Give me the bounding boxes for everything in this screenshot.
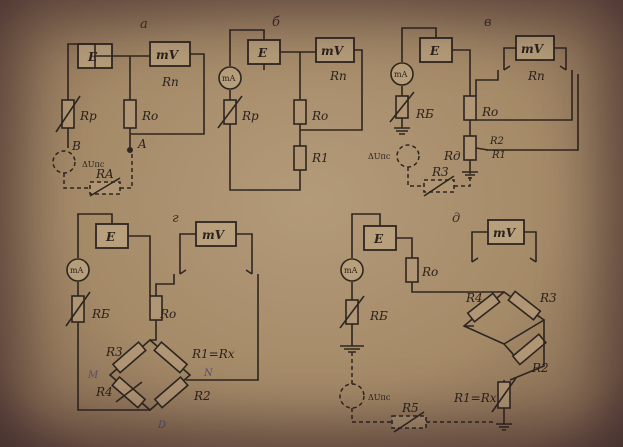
- millivoltmeter-label: mV: [321, 44, 345, 58]
- A-label: A: [137, 137, 147, 151]
- diagram-d-title: д: [452, 211, 460, 226]
- dU-label: ΔUпс: [82, 160, 105, 169]
- R1Rx-label: R1=Rх: [191, 347, 235, 361]
- R2-label: R2: [193, 389, 211, 403]
- D-label: D: [157, 420, 166, 431]
- resistor-R0: [293, 99, 307, 125]
- resistor-R0: [405, 257, 419, 283]
- source-E-label: E: [429, 44, 440, 58]
- R3-label: R3: [105, 345, 123, 359]
- B-label: B: [71, 139, 81, 153]
- dU-label: ΔUпс: [368, 152, 391, 161]
- diagram-v-title: в: [484, 15, 492, 30]
- bridge-R3: [111, 340, 147, 374]
- R1-label: R1: [311, 151, 329, 165]
- diagram-a: а E mV Rп Rр Rо A B ΔUпс RA: [52, 17, 205, 197]
- R0-label: Rо: [311, 109, 328, 123]
- N-label: N: [203, 368, 214, 379]
- emf-dU-source: [52, 150, 76, 174]
- bridge-R2: [153, 375, 189, 409]
- R0-label: Rо: [141, 109, 158, 123]
- diagram-a-title: а: [140, 17, 148, 32]
- R0-label: Rо: [481, 105, 498, 119]
- Rd-label: Rд: [443, 149, 461, 163]
- R1-label: R1: [491, 150, 506, 161]
- source-E-box: [95, 223, 129, 249]
- diagram-g-title: г: [172, 211, 179, 226]
- R0-label: Rо: [421, 265, 438, 279]
- bridge-R4: [466, 292, 501, 323]
- source-E-label: E: [105, 230, 116, 244]
- R3-label: R3: [539, 291, 557, 305]
- diagram-b-title: б: [272, 15, 280, 30]
- mA-label: mA: [344, 266, 358, 275]
- R5-label: R5: [401, 401, 419, 415]
- diagram-g: г E mV mA RБ Rо R3 R1=Rх R4 R2 M N D: [65, 211, 259, 431]
- source-E-label: E: [257, 46, 268, 60]
- millivoltmeter-box: [149, 41, 191, 67]
- Rn-label: Rп: [329, 69, 347, 83]
- bridge-R1-Rx: [153, 340, 189, 374]
- millivoltmeter-label: mV: [202, 228, 226, 242]
- millivoltmeter-label: mV: [521, 42, 545, 56]
- diagram-b: б E mV Rп mA Rр Rо R1: [217, 15, 363, 191]
- bridge-R3: [507, 290, 542, 321]
- Rp-label: Rр: [79, 109, 97, 123]
- R4-label: R4: [465, 291, 483, 305]
- millivoltmeter-label: mV: [156, 48, 180, 62]
- millivoltmeter-box: [515, 35, 555, 61]
- resistor-R0: [123, 99, 137, 129]
- rheostat-RA: [89, 181, 121, 195]
- R0-label: Rо: [159, 307, 176, 321]
- R2-label: R2: [489, 136, 504, 147]
- resistor-R0: [149, 295, 163, 321]
- dU-label: ΔUпс: [368, 393, 391, 402]
- milliammeter: [218, 66, 242, 90]
- diagram-d: д E mV mA Rо RБ R4 R3 R2 R1=Rх ΔUпс R5: [339, 211, 557, 433]
- mA-label: mA: [70, 266, 84, 275]
- source-E-label: E: [87, 50, 98, 64]
- Rb-label: RБ: [415, 107, 434, 121]
- mA-label: mA: [222, 74, 236, 83]
- milliammeter: [66, 258, 90, 282]
- bridge-R2: [511, 333, 548, 366]
- millivoltmeter-label: mV: [493, 226, 517, 240]
- R4-label: R4: [95, 385, 113, 399]
- mA-label: mA: [394, 70, 408, 79]
- M-label: M: [87, 370, 99, 381]
- RA-label: RA: [95, 167, 114, 181]
- diagram-v: в E mV Rп mA RБ Rо R2 R1 Rд ΔUпс R3: [368, 15, 579, 197]
- R2-label: R2: [531, 361, 549, 375]
- milliammeter: [390, 62, 414, 86]
- terminal-A: [127, 147, 133, 153]
- Rn-label: Rп: [161, 75, 179, 89]
- Rn-label: Rп: [527, 69, 545, 83]
- R3-label: R3: [431, 165, 449, 179]
- emf-dU-source: [339, 383, 365, 409]
- resistor-R1: [293, 145, 307, 171]
- Rp-label: Rр: [241, 109, 259, 123]
- source-E-label: E: [373, 232, 384, 246]
- emf-dU-source: [396, 144, 420, 168]
- resistor-R0: [463, 95, 477, 121]
- milliammeter: [340, 258, 364, 282]
- Rb-label: RБ: [369, 309, 388, 323]
- resistor-Rd: [463, 135, 477, 161]
- R1Rx-label: R1=Rх: [453, 391, 497, 405]
- millivoltmeter-box: [315, 37, 355, 63]
- Rb-label: RБ: [91, 307, 110, 321]
